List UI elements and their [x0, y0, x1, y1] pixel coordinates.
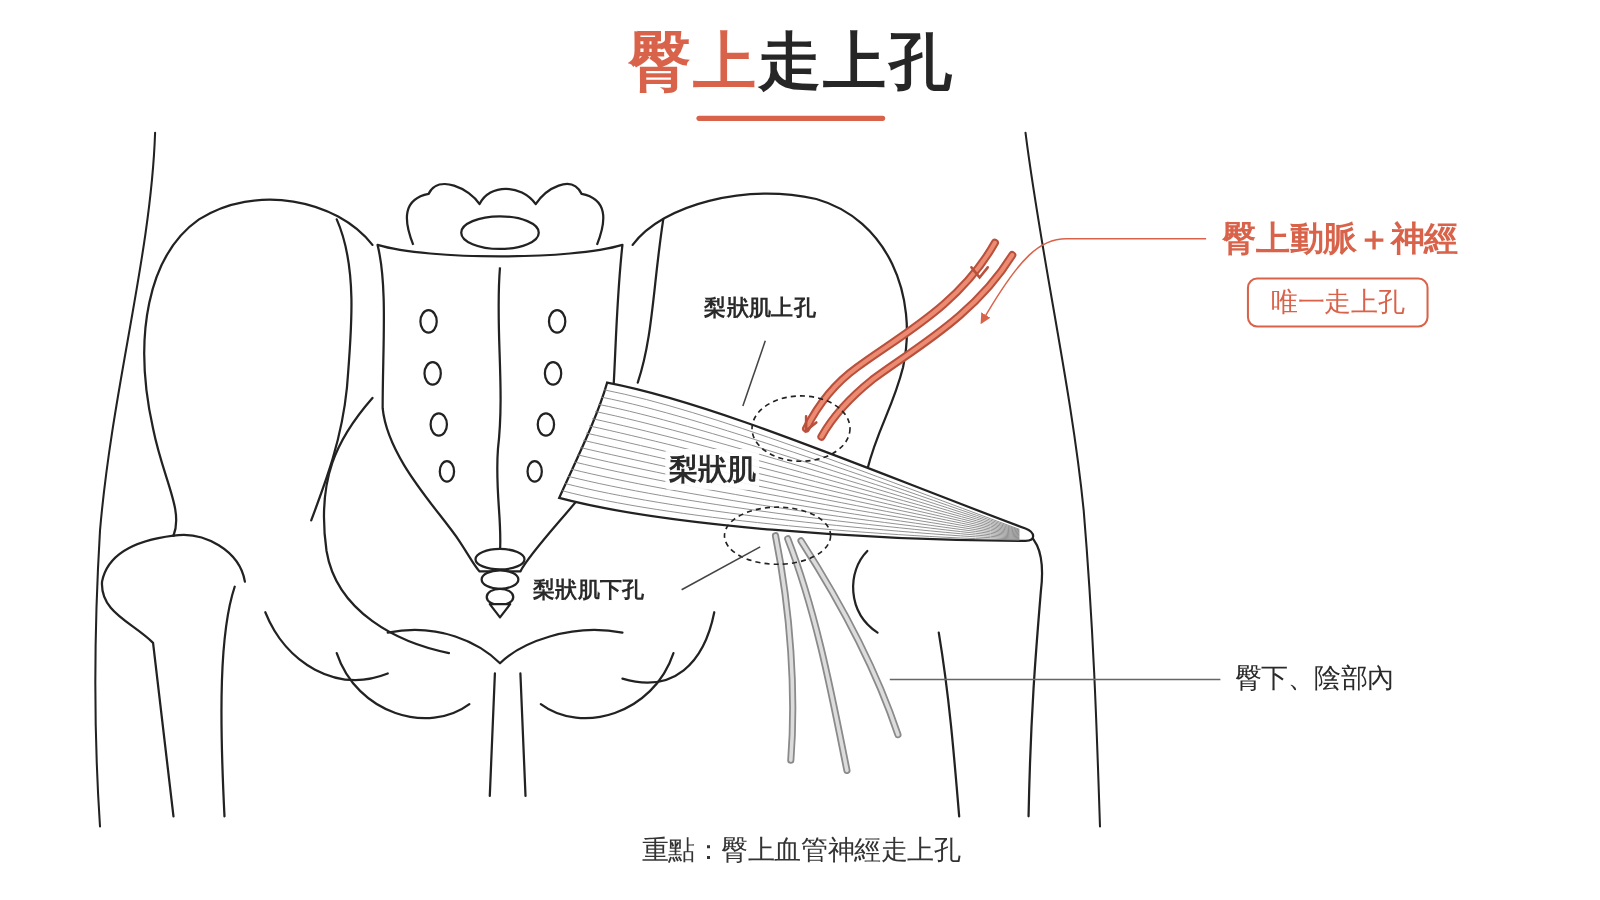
- muscle-fiber: [595, 411, 1019, 531]
- right-femur-head: [853, 551, 877, 633]
- muscle-label: 梨狀肌: [665, 449, 759, 490]
- pubic-arch: [388, 630, 623, 663]
- diagram-caption: 重點：臀上血管神經走上孔: [642, 833, 960, 869]
- title-underline: [699, 116, 883, 121]
- left-ischium: [265, 612, 387, 680]
- body-contour-right: [1026, 133, 1100, 827]
- muscle-fiber: [565, 484, 1019, 540]
- sacrum: [378, 184, 623, 617]
- left-obturator: [337, 653, 470, 718]
- median-crest: [497, 267, 500, 551]
- right-femur-shaft: [939, 633, 959, 817]
- pelvis-bones: [102, 194, 1042, 816]
- callout-box: 臀上動脈＋神經唯一走上孔: [1247, 278, 1429, 328]
- sacral-body-top: [461, 216, 539, 249]
- muscle-fiber: [592, 419, 1019, 533]
- right-femur: [878, 520, 1043, 816]
- body-contour-left: [95, 133, 155, 827]
- left-femur-head: [173, 535, 244, 582]
- leader-lines: [682, 239, 1221, 680]
- right-ischium: [622, 612, 714, 682]
- muscle-striations: [562, 390, 1019, 540]
- suprapiriform-circle: [752, 396, 850, 461]
- right-obturator: [541, 653, 674, 718]
- muscle-fiber: [583, 440, 1019, 534]
- structure-label: 臀下、陰部內: [1231, 659, 1398, 697]
- body-outline: [95, 133, 1100, 827]
- callout-text: 唯一走上孔: [1247, 278, 1429, 328]
- muscle-fiber: [568, 476, 1019, 538]
- muscle-fiber: [562, 491, 1019, 540]
- muscle-fiber: [586, 433, 1019, 534]
- coccyx: [476, 549, 525, 617]
- leader-infrapiriform: [682, 547, 761, 590]
- leader-inferior: [890, 679, 1221, 681]
- muscle-fiber: [571, 469, 1019, 538]
- superior-gluteal-vessels: [806, 243, 1012, 437]
- infrapiriform-circle: [724, 507, 830, 564]
- piriformis-outline: [559, 383, 1033, 541]
- left-iliac-fossa: [311, 219, 351, 520]
- left-femur-shaft: [221, 587, 234, 817]
- right-iliac-fossa: [638, 219, 664, 382]
- foramen-label: 梨狀肌上孔: [700, 292, 820, 325]
- piriformis-muscle: [559, 383, 1033, 541]
- leader-suprapiriform: [743, 341, 765, 406]
- callout-heading: 臀上動脈＋神經: [1222, 216, 1458, 262]
- pubic-symphysis: [490, 673, 526, 795]
- muscle-fiber: [577, 455, 1019, 537]
- gray-nerves: [776, 536, 898, 771]
- left-ilium: [144, 200, 372, 536]
- leader-superior: [982, 239, 1206, 323]
- sacrum-body: [378, 245, 623, 572]
- left-femur: [102, 536, 174, 817]
- diagram-title: 臀上走上孔: [628, 18, 955, 104]
- foramen-label: 梨狀肌下孔: [529, 573, 649, 606]
- sacral-foramina: [420, 310, 565, 481]
